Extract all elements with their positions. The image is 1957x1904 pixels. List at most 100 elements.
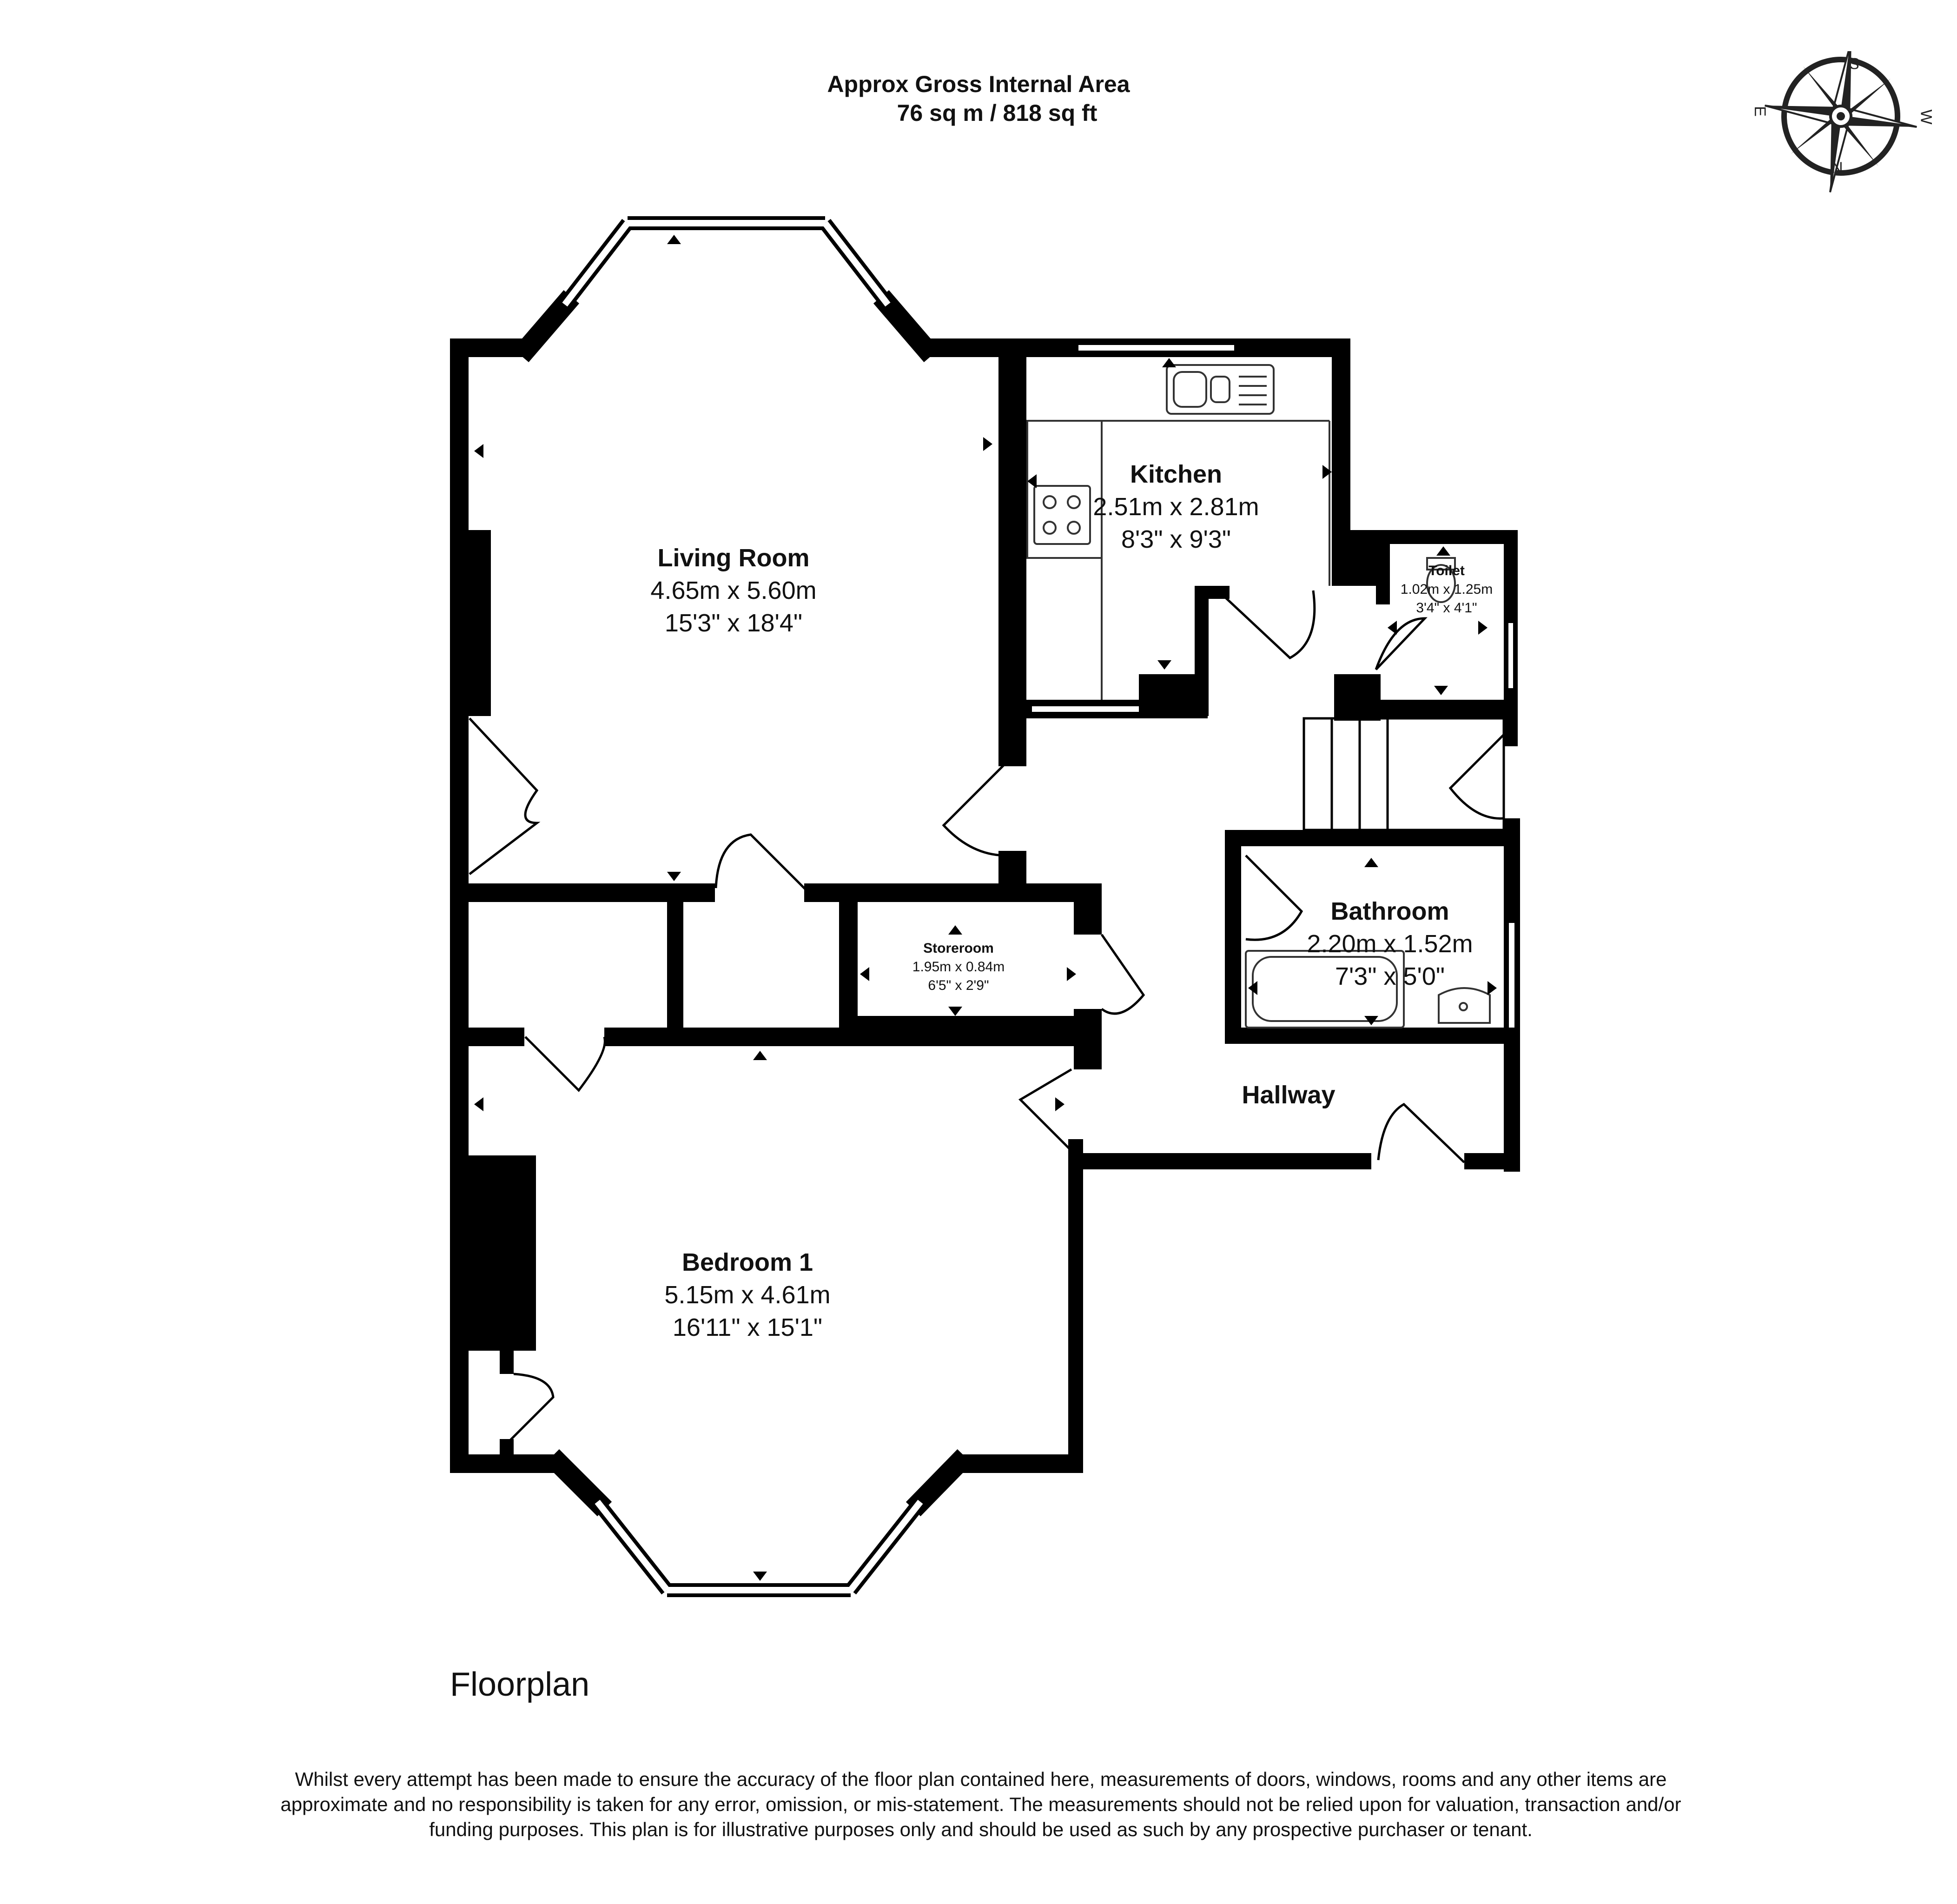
living-kitchen-divide <box>998 357 1026 766</box>
room-name: Kitchen <box>1130 460 1223 488</box>
bathroom-door <box>1245 855 1303 941</box>
west-wall <box>450 338 469 1473</box>
bathroom-north-wall <box>1225 830 1520 846</box>
room-metric: 4.65m x 5.60m <box>650 577 817 604</box>
bath-window-glass <box>1509 923 1514 1028</box>
stair-door <box>1448 734 1505 820</box>
toilet-icon <box>1426 564 1456 603</box>
room-metric: 1.02m x 1.25m <box>1400 582 1493 597</box>
bedroom-south-wall-w <box>450 1454 559 1473</box>
bathroom-west-wall <box>1225 830 1241 1044</box>
room-metric: 5.15m x 4.61m <box>664 1281 831 1309</box>
room-metric: 2.20m x 1.52m <box>1307 930 1473 958</box>
living-hall-door <box>942 762 1007 857</box>
marker <box>474 1097 483 1111</box>
store-east-jamb-b <box>1074 1009 1102 1069</box>
room-hallway: Hallway <box>1242 1079 1335 1111</box>
marker <box>474 444 483 458</box>
toilet-south-wall <box>1376 700 1518 718</box>
sink-bowl-2 <box>1210 376 1230 403</box>
room-name: Hallway <box>1242 1081 1336 1109</box>
bed-glazing-e <box>848 1499 923 1592</box>
marker <box>948 1007 962 1016</box>
marker <box>1488 981 1497 995</box>
stairs <box>1302 717 1505 831</box>
toilet-door <box>1375 617 1428 670</box>
bath-icon <box>1245 950 1405 1028</box>
measurement-markers <box>474 235 1497 1581</box>
chimney-breast-living <box>469 530 491 716</box>
compass-icon <box>1765 40 1917 192</box>
marker <box>1248 981 1257 995</box>
glazing-e <box>822 221 891 307</box>
kitchen-fixtures <box>1026 364 1330 700</box>
windows <box>1032 338 1520 1028</box>
bed-bay-wall-w <box>544 1449 612 1517</box>
compass-rose: S W N E <box>1748 40 1935 237</box>
compass-n: N <box>1831 159 1843 177</box>
area-header: Approx Gross Internal Area 76 sq m / 818… <box>0 70 1957 127</box>
bedroom-south-wall-e <box>958 1454 1083 1473</box>
stairwell <box>1302 717 1505 831</box>
toilet-window-glass <box>1508 623 1513 688</box>
store-door <box>1100 934 1145 1015</box>
marker <box>1067 967 1076 981</box>
toilet-cistern <box>1426 557 1456 571</box>
kitchen-step-block <box>1139 674 1204 718</box>
living-cupboard-door <box>469 717 541 875</box>
hob-ring-2 <box>1067 495 1081 509</box>
marker <box>753 1051 767 1060</box>
room-imperial: 16'11" x 15'1" <box>672 1314 823 1341</box>
bedroom-bay-glazing <box>595 1499 923 1593</box>
living-bay-glazing <box>562 220 891 307</box>
bedroom-door-a <box>524 1036 606 1092</box>
room-living-room: Living Room 4.65m x 5.60m 15'3" x 18'4" <box>650 542 816 639</box>
bedroom-bay <box>544 1449 972 1517</box>
toilet-door-block <box>1334 674 1381 721</box>
bedroom-cupboard-jamb <box>500 1351 514 1374</box>
hob-ring-3 <box>1043 521 1057 535</box>
marker <box>1157 660 1171 670</box>
marker <box>1055 1097 1064 1111</box>
marker <box>948 925 962 935</box>
bay-wall-w <box>513 290 580 363</box>
area-value: 76 sq m / 818 sq ft <box>897 100 1098 126</box>
chimney-breast-bedroom <box>469 1155 536 1351</box>
room-imperial: 7'3" x 5'0" <box>1335 962 1445 990</box>
plan-title: Floorplan <box>450 1666 590 1703</box>
marker <box>860 967 869 981</box>
room-metric: 1.95m x 0.84m <box>912 959 1005 975</box>
hob-ring-4 <box>1067 521 1081 535</box>
bedroom-north-wall-a <box>469 1028 524 1046</box>
toilet-west-wall <box>1376 530 1390 604</box>
marker <box>753 1572 767 1581</box>
hob-ring-1 <box>1043 495 1057 509</box>
glazing-w <box>562 221 630 307</box>
room-imperial: 3'4" x 4'1" <box>1416 600 1477 616</box>
kitchen-window-glass <box>1078 345 1234 351</box>
marker <box>667 235 681 244</box>
room-imperial: 15'3" x 18'4" <box>664 609 803 637</box>
kitchen-door <box>1217 590 1316 660</box>
store-east-jamb <box>1074 883 1102 935</box>
kitchen-window2-glass <box>1032 706 1139 712</box>
store-south-wall <box>858 1016 1074 1030</box>
store-north-wall <box>858 883 1074 897</box>
marker <box>1027 474 1037 488</box>
room-imperial: 8'3" x 9'3" <box>1121 525 1231 553</box>
living-bay <box>513 290 940 363</box>
marker <box>1388 621 1397 635</box>
hallway-south-wall-b <box>1464 1153 1520 1169</box>
marker <box>1434 686 1448 695</box>
marker <box>1478 621 1488 635</box>
marker <box>983 437 992 451</box>
marker <box>1322 465 1332 479</box>
marker <box>1364 858 1378 867</box>
room-metric: 2.51m x 2.81m <box>1093 493 1259 521</box>
area-title: Approx Gross Internal Area <box>827 71 1130 97</box>
room-bathroom: Bathroom 2.20m x 1.52m 7'3" x 5'0" <box>1307 895 1473 993</box>
kitchen-step-vertical <box>1195 590 1209 716</box>
front-door <box>1377 1102 1465 1163</box>
sink-bowl-1 <box>1173 371 1207 408</box>
